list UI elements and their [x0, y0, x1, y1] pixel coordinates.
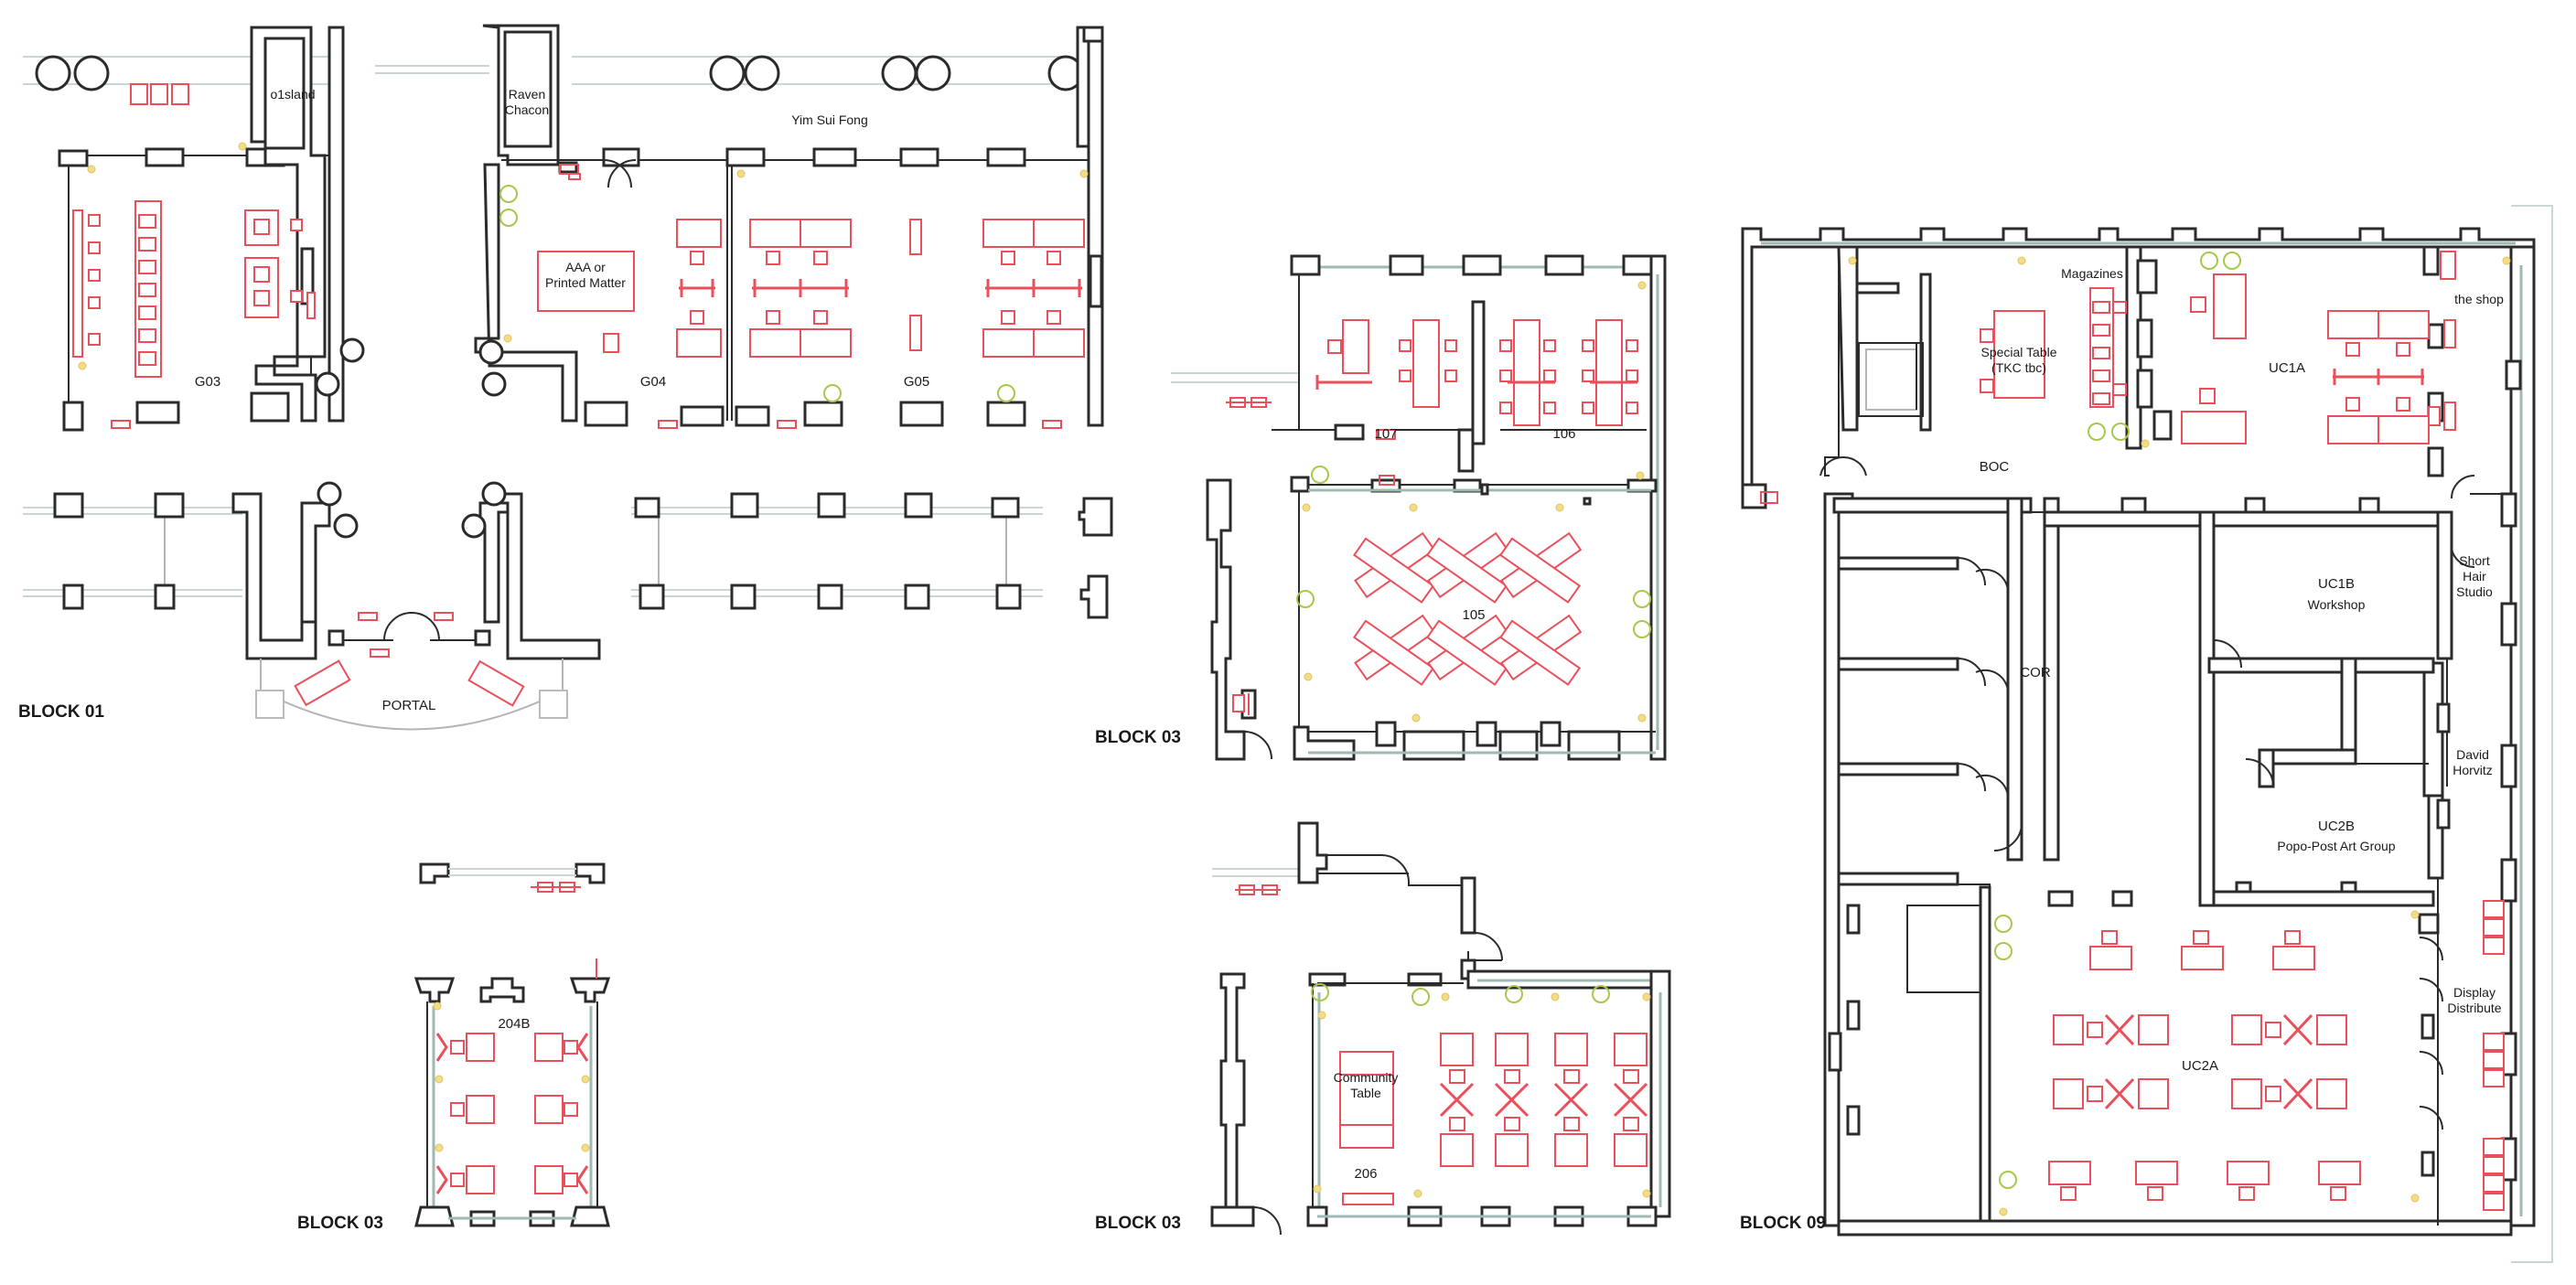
label-block-03-upper: BLOCK 03	[1095, 728, 1181, 747]
label-workshop: Workshop	[2308, 597, 2366, 612]
label-block-03-206: BLOCK 03	[1095, 1214, 1181, 1233]
label-g04: G04	[640, 374, 666, 390]
label-community-line2: Table	[1350, 1086, 1381, 1100]
label-204b: 204B	[498, 1016, 530, 1032]
block-01-plan	[23, 24, 1113, 731]
label-portal: PORTAL	[382, 698, 436, 713]
label-aaa-line1: AAA or	[565, 260, 606, 274]
label-the-shop: the shop	[2454, 292, 2504, 306]
block-labels: BLOCK 01 BLOCK 03 BLOCK 03 BLOCK 03 BLOC…	[18, 702, 1826, 1233]
label-david-horvitz-line1: David	[2456, 747, 2489, 762]
label-uc1b: UC1B	[2318, 576, 2355, 592]
label-short-hair-line1: Short	[2459, 553, 2490, 568]
label-raven-chacon-line2: Chacon	[505, 102, 549, 117]
block-09-plan	[1741, 205, 2553, 1263]
label-raven-chacon-line1: Raven	[509, 87, 545, 102]
label-community-line1: Community	[1334, 1070, 1399, 1085]
label-david-horvitz-line2: Horvitz	[2453, 763, 2493, 777]
label-uc2b: UC2B	[2318, 819, 2355, 834]
block-03-204b-plan	[413, 862, 611, 1227]
label-cor: COR	[2020, 665, 2051, 680]
label-g03: G03	[195, 374, 220, 390]
block-03-upper-plan	[1171, 254, 1667, 761]
label-boc: BOC	[1980, 459, 2010, 475]
label-block-01: BLOCK 01	[18, 702, 104, 722]
room-labels: o1sland Raven Chacon Yim Sui Fong AAA or…	[195, 87, 2504, 1182]
label-106: 106	[1552, 426, 1575, 442]
label-special-table-line2: (TKC tbc)	[1991, 360, 2046, 375]
label-block-09: BLOCK 09	[1740, 1214, 1826, 1233]
label-uc2a: UC2A	[2182, 1058, 2218, 1074]
label-popo-post-art-group: Popo-Post Art Group	[2277, 839, 2395, 853]
label-display-line2: Distribute	[2447, 1001, 2501, 1015]
label-short-hair-line3: Studio	[2456, 584, 2493, 599]
label-special-table-line1: Special Table	[1980, 345, 2056, 359]
label-block-03-204b: BLOCK 03	[297, 1214, 383, 1233]
label-magazines: Magazines	[2061, 266, 2123, 281]
label-aaa-line2: Printed Matter	[545, 275, 626, 290]
label-uc1a: UC1A	[2269, 360, 2305, 376]
label-olsland: o1sland	[270, 87, 315, 102]
label-display-line1: Display	[2453, 985, 2496, 1000]
label-107: 107	[1374, 426, 1397, 442]
block-03-206-plan	[1210, 821, 1671, 1236]
label-g05: G05	[904, 374, 929, 390]
label-yim-sui-fong: Yim Sui Fong	[791, 112, 868, 127]
label-short-hair-line2: Hair	[2463, 569, 2486, 584]
label-206: 206	[1354, 1166, 1377, 1182]
label-105: 105	[1462, 607, 1485, 623]
